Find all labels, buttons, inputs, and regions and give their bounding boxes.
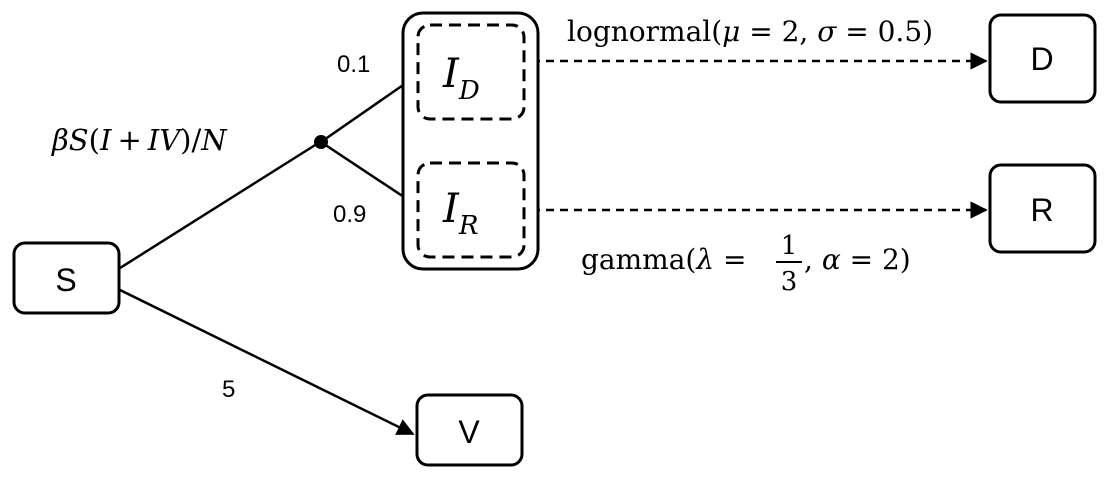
recovery-delay-start: gamma(λ = bbox=[581, 243, 746, 276]
prob-recovery-label: 0.9 bbox=[333, 201, 366, 228]
node-v: V bbox=[415, 393, 524, 467]
recovery-delay-end: , α = 2) bbox=[804, 243, 911, 276]
vaccination-rate-label: 5 bbox=[222, 376, 235, 403]
infection-rate-label: βS(I+IV)/N bbox=[51, 123, 228, 157]
edge-s-to-junction bbox=[119, 140, 321, 270]
fraction-numerator: 1 bbox=[781, 231, 798, 261]
node-s: S bbox=[12, 241, 121, 315]
node-i-d-label: ID bbox=[442, 51, 480, 106]
node-i-d: ID bbox=[416, 23, 526, 121]
node-s-label: S bbox=[55, 262, 76, 298]
fraction-denominator: 3 bbox=[781, 267, 798, 297]
node-d: D bbox=[988, 13, 1097, 104]
node-d-label: D bbox=[1030, 41, 1053, 77]
node-i-r: IR bbox=[416, 161, 526, 259]
recovery-delay-label: gamma(λ = 1 3 , α = 2) bbox=[581, 231, 911, 297]
node-v-label: V bbox=[458, 414, 480, 450]
node-r-label: R bbox=[1030, 192, 1053, 228]
death-delay-label: lognormal(μ = 2, σ = 0.5) bbox=[567, 15, 933, 48]
node-i-r-label: IR bbox=[442, 186, 478, 241]
infected-group bbox=[401, 11, 540, 271]
edge-s-to-v bbox=[119, 288, 415, 436]
node-r: R bbox=[988, 163, 1097, 254]
prob-death-label: 0.1 bbox=[337, 51, 370, 78]
